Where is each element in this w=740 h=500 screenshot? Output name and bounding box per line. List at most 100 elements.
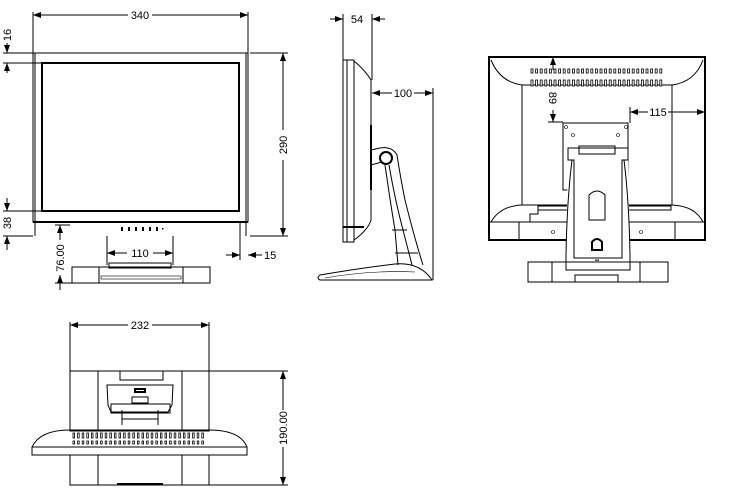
dim-width-340: 340 — [131, 10, 149, 22]
vent-slot — [155, 432, 158, 439]
vent-slot — [539, 79, 543, 87]
dim-depth-190: 190.00 — [278, 411, 290, 445]
vent-slot — [618, 79, 621, 87]
back-view: ▪▪ 89 115 — [488, 56, 706, 283]
vent-slot — [659, 79, 663, 87]
vent-slot — [123, 432, 126, 439]
vent-slot — [549, 79, 552, 87]
vent-slot — [150, 440, 154, 445]
vent-slot — [95, 432, 99, 439]
screen-area — [41, 62, 240, 212]
vent-row-bottom-view-1 — [72, 432, 204, 439]
vent-slot — [604, 68, 607, 74]
vent-slot — [136, 432, 140, 439]
vent-slot — [659, 68, 663, 74]
vent-slot — [590, 79, 594, 87]
vent-slot — [572, 79, 575, 87]
vent-slot — [553, 79, 557, 87]
vent-slot — [618, 68, 621, 74]
vent-slot — [641, 79, 644, 87]
vent-slot — [169, 440, 172, 445]
vent-slot — [127, 440, 131, 445]
vent-slot — [590, 68, 594, 74]
vent-slot — [530, 68, 534, 74]
vent-slot — [132, 440, 135, 445]
vent-slot — [136, 440, 140, 445]
dim-depth-15: 15 — [264, 250, 276, 262]
dim-bottom-bezel-38: 38 — [2, 217, 14, 229]
vent-slot — [567, 68, 571, 74]
vent-slot — [178, 432, 181, 439]
vent-slot — [608, 79, 612, 87]
vent-slot — [636, 68, 640, 74]
dim-vesa-side-115: 115 — [649, 107, 667, 119]
vent-slot — [178, 440, 181, 445]
vent-slot — [127, 432, 131, 439]
vent-slot — [645, 79, 649, 87]
vent-slot — [604, 79, 607, 87]
dim-height-290: 290 — [278, 136, 290, 154]
vent-slot — [91, 440, 94, 445]
vent-slot — [86, 432, 89, 439]
vent-slot — [192, 440, 195, 445]
vent-slot — [654, 68, 658, 74]
vent-slot — [613, 79, 617, 87]
vent-slot — [599, 79, 603, 87]
vent-slot — [173, 440, 177, 445]
vent-slot — [572, 68, 575, 74]
dim-neck-110: 110 — [131, 248, 149, 260]
vent-slot — [81, 432, 85, 439]
vent-slot — [159, 440, 163, 445]
vent-slot — [72, 440, 76, 445]
vent-slot — [650, 79, 653, 87]
vent-slot — [104, 432, 108, 439]
vent-slot — [562, 79, 566, 87]
back-base — [527, 261, 669, 283]
vent-slot — [114, 440, 117, 445]
vent-slot — [613, 68, 617, 74]
vent-slot — [562, 68, 566, 74]
vent-slot — [553, 68, 557, 74]
vent-slot — [585, 79, 589, 87]
vent-slot — [654, 79, 658, 87]
vent-slot — [123, 440, 126, 445]
vent-slot — [100, 440, 103, 445]
vent-slot — [187, 440, 191, 445]
vent-slot — [164, 432, 168, 439]
vent-slot — [192, 432, 195, 439]
vent-slot — [558, 68, 561, 74]
dim-top-bezel-16: 16 — [2, 29, 14, 41]
bottom-base — [69, 454, 210, 486]
vent-slot — [104, 440, 108, 445]
back-stand — [567, 147, 629, 259]
vent-slot — [627, 68, 630, 74]
vent-slot — [641, 68, 644, 74]
side-view: 54 100 — [317, 14, 434, 281]
vent-slot — [530, 79, 534, 87]
vent-slot — [91, 432, 94, 439]
vent-row-bottom — [530, 79, 663, 87]
front-frame — [32, 52, 249, 223]
vent-slot — [576, 68, 580, 74]
lock-icon — [591, 238, 603, 251]
vent-slot — [109, 440, 112, 445]
bottom-bezel — [31, 429, 248, 456]
vent-slot — [201, 440, 204, 445]
front-base — [71, 266, 211, 284]
vent-slot — [595, 68, 598, 74]
vent-slot — [650, 68, 653, 74]
vent-slot — [201, 432, 204, 439]
vent-slot — [535, 68, 538, 74]
vent-slot — [622, 79, 626, 87]
vent-slot — [631, 68, 635, 74]
vent-row-top — [530, 68, 663, 74]
vent-slot — [141, 432, 145, 439]
vent-slot — [645, 68, 649, 74]
dim-stand-offset-100: 100 — [394, 88, 412, 100]
vent-slot — [141, 440, 145, 445]
vent-slot — [196, 432, 200, 439]
vent-slot — [118, 440, 122, 445]
dim-vesa-top-89: 89 — [546, 92, 558, 104]
vent-slot — [159, 432, 163, 439]
